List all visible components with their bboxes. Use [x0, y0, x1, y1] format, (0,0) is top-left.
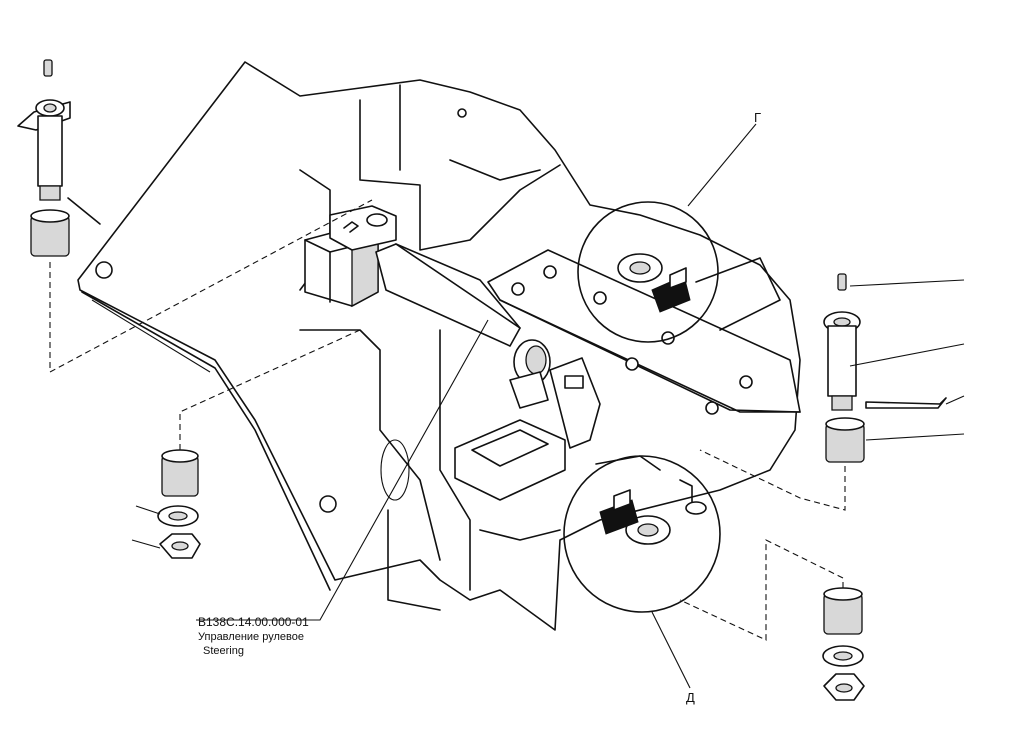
cross-beam — [487, 249, 801, 415]
cylinder-mount — [304, 205, 397, 308]
pin-assembly-right — [699, 273, 965, 511]
frame-members — [299, 84, 561, 611]
frame-plate — [77, 61, 801, 631]
bushing-set-left — [131, 329, 361, 559]
part-name-ru-label: Управление рулевое — [198, 631, 304, 643]
steering-rod — [375, 243, 601, 449]
callout-label-d: Д — [686, 690, 695, 705]
part-number-label: В138С.14.00.000-01 — [198, 615, 309, 629]
pin-assembly-top-left — [17, 59, 373, 373]
callout-label-g: Г — [754, 110, 761, 125]
lower-housing — [454, 419, 566, 501]
part-name-en-label: Steering — [203, 645, 244, 657]
detail-circle-g — [577, 201, 781, 343]
detail-circle-d — [563, 455, 721, 613]
bushing-set-right — [679, 539, 865, 701]
leader-lines — [196, 123, 757, 689]
